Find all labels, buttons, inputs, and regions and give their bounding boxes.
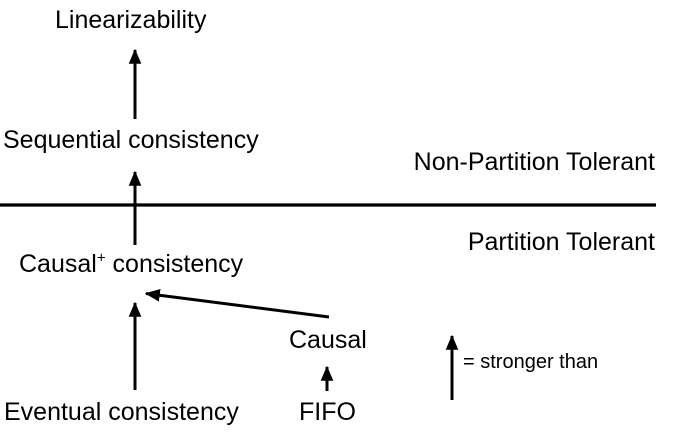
node-causal-plus-rest: consistency [105, 250, 244, 278]
node-causal-plus-base: Causal [19, 250, 97, 278]
node-sequential-consistency: Sequential consistency [3, 126, 259, 154]
legend-stronger-than-label: = stronger than [463, 351, 599, 373]
node-causal-plus-consistency: Causal+ consistency [19, 250, 243, 279]
node-causal: Causal [289, 326, 367, 354]
region-label-partition-tolerant: Partition Tolerant [467, 228, 655, 256]
node-linearizability: Linearizability [55, 6, 207, 34]
node-eventual-consistency: Eventual consistency [4, 398, 239, 426]
node-fifo: FIFO [299, 398, 356, 426]
region-label-non-partition-tolerant: Non-Partition Tolerant [413, 148, 655, 176]
arrow-causal-to-causalplus-icon [144, 289, 330, 319]
node-causal-plus-superscript: + [96, 249, 106, 267]
